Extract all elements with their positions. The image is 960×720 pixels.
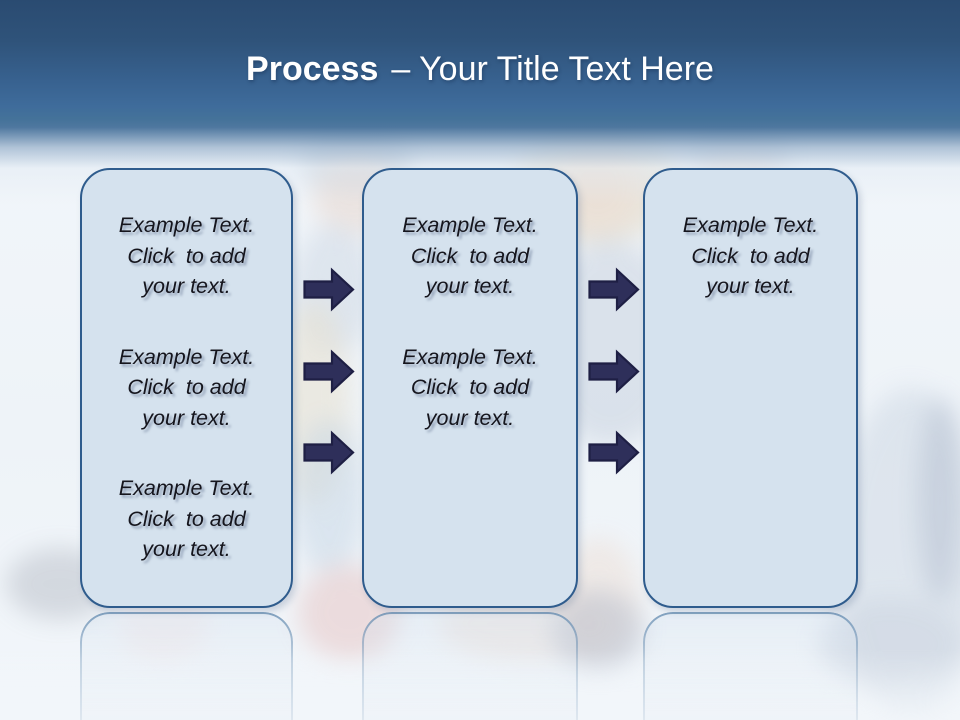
process-box-step-1[interactable]: Example Text. Click to add your text. Ex… [80, 168, 293, 608]
arrow-right-icon [588, 267, 640, 312]
box-reflection [643, 612, 858, 720]
box-reflection [362, 612, 578, 720]
slide-title[interactable]: Process – Your Title Text Here [0, 50, 960, 88]
placeholder-text[interactable]: Example Text. Click to add your text. [402, 213, 538, 298]
title-emphasis: Process [246, 50, 379, 88]
arrow-right-icon [303, 430, 355, 475]
placeholder-text[interactable]: Example Text. Click to add your text. [118, 476, 255, 561]
box-reflection [80, 612, 293, 720]
arrow-right-icon [588, 430, 640, 475]
placeholder-text[interactable]: Example Text. Click to add your text. [118, 344, 255, 430]
title-placeholder-text: – Your Title Text Here [391, 50, 714, 88]
process-box-step-2[interactable]: Example Text. Click to add your text. Ex… [362, 168, 578, 608]
arrow-right-icon [303, 267, 355, 312]
arrow-right-icon [303, 349, 355, 394]
placeholder-text[interactable]: Example Text. Click to add your text. [682, 213, 819, 298]
placeholder-text[interactable]: Example Text. Click to add your text. [402, 344, 538, 430]
photo-blob [918, 398, 960, 603]
photo-blob [838, 388, 960, 720]
photo-blob [818, 598, 960, 690]
photo-bottom-fade [0, 650, 960, 720]
arrow-right-icon [588, 349, 640, 394]
placeholder-text[interactable]: Example Text. Click to add your text. [118, 213, 255, 298]
process-box-step-3[interactable]: Example Text. Click to add your text. [643, 168, 858, 608]
